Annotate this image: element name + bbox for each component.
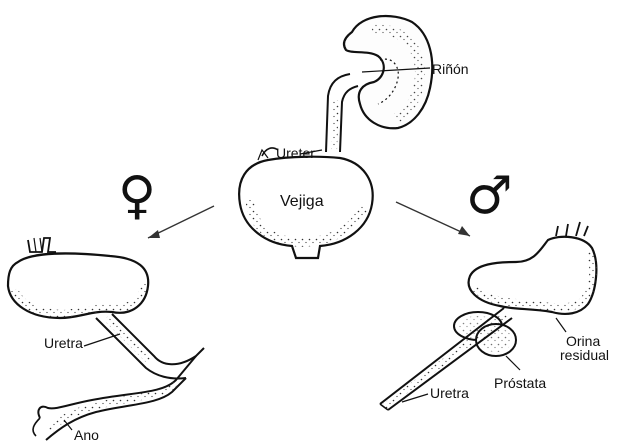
ureter-label: Ureter <box>276 146 315 161</box>
female-symbol-icon: ♀ <box>118 170 156 222</box>
bladder-label: Vejiga <box>280 194 324 209</box>
female-rectum-tube <box>33 356 196 440</box>
female-urethra-label: Uretra <box>44 336 83 351</box>
kidney-shape <box>344 16 432 128</box>
female-bladder-shape <box>8 238 148 318</box>
prostate-label: Próstata <box>494 376 546 391</box>
anus-label: Ano <box>74 428 99 443</box>
kidney-label: Riñón <box>432 62 469 77</box>
residual-urine-label-line2: residual <box>560 348 609 363</box>
arrow-to-female <box>148 206 214 238</box>
male-urethra-label: Uretra <box>430 386 469 401</box>
arrow-to-male <box>396 202 470 236</box>
male-symbol-icon: ♂ <box>466 170 513 222</box>
female-urethra-tube <box>96 314 204 379</box>
male-bladder-shape <box>469 222 597 314</box>
ureter-tube <box>326 74 358 152</box>
